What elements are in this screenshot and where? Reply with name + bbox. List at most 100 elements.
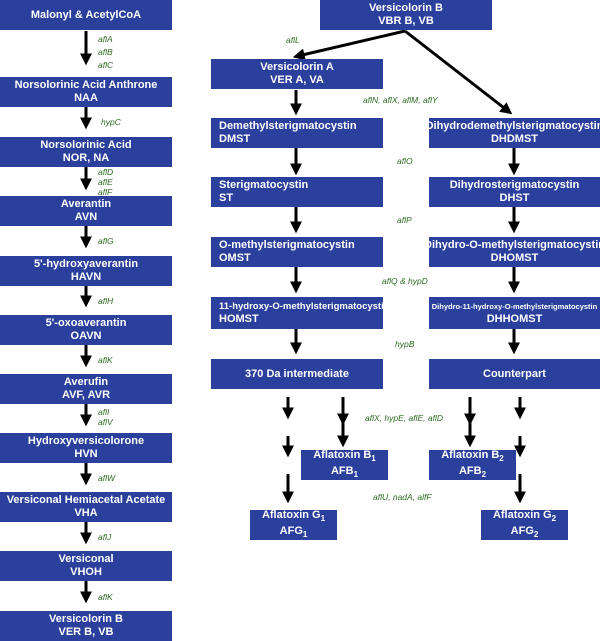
product-abbr-subscript: 1 [353, 470, 359, 480]
node-ver-a: Versicolorin A VER A, VA [211, 59, 383, 89]
product-abbr-label: AFB [458, 465, 482, 477]
product-label: Aflatoxin G [261, 508, 321, 521]
node-name: 5'-hydroxyaverantin [33, 258, 139, 270]
node-name: 5'-oxoaverantin [45, 317, 127, 329]
product-subscript: 2 [499, 454, 504, 463]
gene-label: aflN, aflX, aflM, aflY [363, 95, 438, 105]
node-homst: 11-hydroxy-O-methylsterigmatocystin HOMS… [211, 297, 390, 329]
gene-name: aflB [98, 47, 113, 57]
gene-name: aflC [98, 60, 114, 70]
node-name: 11-hydroxy-O-methylsterigmatocystin [219, 301, 390, 312]
node-dhdmst: Dihydrodemethylsterigmatocystin DHDMST [425, 118, 600, 148]
node-name: Versicolorin B [369, 2, 443, 14]
node-oavn: 5'-oxoaverantin OAVN [0, 315, 172, 345]
node-abbr: NOR, NA [62, 152, 110, 164]
product-abbr-label: AFG [279, 525, 303, 537]
node-omst: O-methylsterigmatocystin OMST [211, 237, 383, 267]
gene-label: aflH [98, 296, 114, 306]
node-vha: Versiconal Hemiacetal Acetate VHA [0, 492, 172, 522]
node-name: Versiconal [58, 553, 114, 565]
node-afb1: Aflatoxin B1 AFB1 [301, 448, 388, 481]
node-avf: Averufin AVF, AVR [0, 374, 172, 404]
arrow [404, 29, 513, 115]
gene-name: aflA [98, 34, 113, 44]
product-subscript: 2 [551, 514, 557, 523]
gene-label: hypC [101, 117, 121, 127]
product-label: Aflatoxin G [492, 508, 552, 521]
product-abbr: AFB1 [331, 465, 358, 481]
gene-label: aflD aflE aflF [98, 167, 113, 197]
node-abbr: HOMST [219, 313, 259, 325]
node-vhoh: Versiconal VHOH [0, 551, 172, 581]
node-dhhomst: Dihydro-11-hydroxy-O-methylsterigmatocys… [429, 297, 600, 329]
gene-name: aflV [98, 417, 113, 427]
product-abbr: AFB2 [459, 465, 486, 481]
node-name: Versicolorin A [260, 61, 334, 73]
node-st: Sterigmatocystin ST [211, 177, 383, 207]
node-nor: Norsolorinic Acid NOR, NA [0, 137, 172, 167]
node-avn: Averantin AVN [0, 196, 172, 226]
node-name: Dihydro-O-methylsterigmatocystin [424, 239, 600, 251]
product-name: Aflatoxin G1 [262, 509, 325, 525]
node-malonyl-acetylcoa: Malonyl & AcetylCoA [0, 0, 172, 30]
arrow [292, 29, 406, 61]
node-abbr: DHHOMST [486, 313, 543, 325]
node-name: Malonyl & AcetylCoA [30, 8, 142, 21]
gene-label: aflK [98, 355, 113, 365]
node-name: Sterigmatocystin [219, 179, 309, 191]
gene-label: aflP [397, 215, 412, 225]
node-name: Averantin [60, 198, 112, 210]
node-name: Hydroxyversicolorone [27, 435, 145, 447]
node-abbr: AVN [74, 211, 98, 223]
node-naa: Norsolorinic Acid Anthrone NAA [0, 77, 172, 107]
product-subscript: 1 [371, 454, 376, 463]
product-label: Aflatoxin B [313, 448, 372, 461]
gene-label: hypB [395, 339, 415, 349]
node-counterpart: Counterpart [429, 359, 600, 389]
node-abbr: HVN [74, 448, 98, 460]
node-name: Counterpart [483, 367, 546, 380]
node-name: 370 Da intermediate [245, 367, 349, 380]
product-abbr: AFG1 [280, 525, 308, 541]
product-abbr: AFG2 [511, 525, 539, 541]
node-abbr: HAVN [70, 271, 102, 283]
node-abbr: DMST [219, 133, 251, 145]
product-name: Aflatoxin G2 [493, 509, 556, 525]
node-abbr: DHST [499, 192, 530, 204]
node-abbr: VHA [74, 507, 98, 519]
gene-name: aflF [98, 187, 113, 197]
node-dhst: Dihydrosterigmatocystin DHST [429, 177, 600, 207]
gene-label: aflL [286, 35, 300, 45]
node-abbr: ST [219, 192, 234, 204]
product-label: Aflatoxin B [441, 448, 500, 461]
gene-label: aflW [98, 473, 115, 483]
node-name: Dihydrosterigmatocystin [449, 179, 580, 191]
node-abbr: AVF, AVR [61, 389, 111, 401]
node-name: Versicolorin B [49, 613, 123, 625]
gene-label: aflQ & hypD [382, 276, 428, 286]
node-abbr: VHOH [70, 566, 102, 578]
product-abbr-subscript: 1 [302, 530, 308, 540]
node-abbr: DHDMST [490, 133, 539, 145]
node-afg1: Aflatoxin G1 AFG1 [250, 509, 337, 541]
node-name: Norsolorinic Acid Anthrone [14, 79, 158, 91]
node-name: Averufin [63, 376, 109, 388]
gene-name: aflD [98, 167, 114, 177]
node-afg2: Aflatoxin G2 AFG2 [481, 509, 568, 541]
node-verb: Versicolorin B VER B, VB [0, 611, 172, 641]
node-name: Versiconal Hemiacetal Acetate [6, 494, 166, 506]
node-abbr: OMST [219, 252, 251, 264]
node-abbr: NAA [74, 92, 98, 104]
gene-label: aflA aflB aflC [98, 34, 113, 70]
node-abbr: OAVN [70, 330, 102, 342]
product-name: Aflatoxin B2 [441, 449, 504, 465]
product-abbr-subscript: 2 [481, 470, 487, 480]
node-name: Demethylsterigmatocystin [219, 120, 357, 132]
gene-label: aflK [98, 592, 113, 602]
node-name: Norsolorinic Acid [40, 139, 132, 151]
product-subscript: 1 [320, 514, 326, 523]
node-afb2: Aflatoxin B2 AFB2 [429, 449, 516, 481]
node-havn: 5'-hydroxyaverantin HAVN [0, 256, 172, 286]
node-name: Dihydrodemethylsterigmatocystin [425, 120, 600, 132]
